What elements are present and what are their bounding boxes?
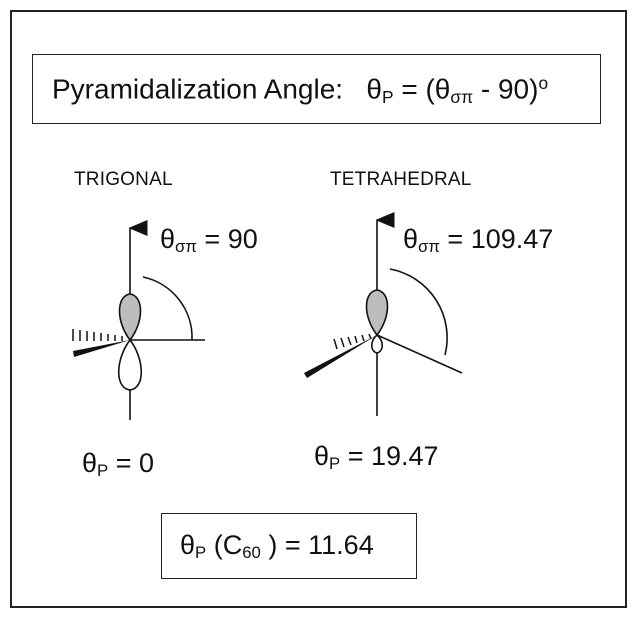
tetrahedral-p-sub: P bbox=[329, 454, 341, 474]
tetrahedral-p-value: = 19.47 bbox=[347, 441, 439, 471]
formula-degree: o bbox=[538, 73, 549, 93]
formula-theta-sub: P bbox=[381, 86, 394, 107]
figure-frame bbox=[10, 10, 627, 608]
trigonal-p-label: θP = 0 bbox=[82, 450, 154, 480]
formula-box bbox=[32, 54, 601, 124]
trigonal-p-sub: P bbox=[97, 461, 109, 481]
tetrahedral-hashed-bond bbox=[333, 333, 372, 350]
tetrahedral-angle-label: θσπ = 109.47 bbox=[403, 226, 553, 256]
formula-label: Pyramidalization Angle: bbox=[52, 73, 344, 105]
trigonal-orbital-diagram bbox=[72, 220, 205, 420]
tetrahedral-angled-bond bbox=[376, 334, 463, 374]
trigonal-angle-arc bbox=[142, 276, 193, 341]
trigonal-hashed-bond bbox=[72, 329, 123, 341]
formula-eq-open: = (θ bbox=[401, 73, 451, 105]
trigonal-p-value: = 0 bbox=[115, 448, 155, 478]
trigonal-p-theta: θ bbox=[82, 448, 98, 478]
tetrahedral-angle-arc bbox=[389, 268, 448, 356]
trigonal-angle-theta: θ bbox=[160, 224, 176, 254]
tetrahedral-title: TETRAHEDRAL bbox=[330, 169, 472, 190]
result-mol-sub: 60 bbox=[242, 543, 261, 563]
tetrahedral-upper-lobe bbox=[365, 289, 389, 337]
trigonal-lower-lobe bbox=[118, 338, 142, 391]
trigonal-angle-label: θσπ = 90 bbox=[160, 226, 258, 256]
result-box bbox=[161, 513, 417, 579]
tetrahedral-lower-lobe bbox=[370, 333, 384, 354]
formula-eq-sub: σπ bbox=[450, 86, 474, 107]
tetrahedral-angle-theta: θ bbox=[403, 224, 419, 254]
formula-theta: θ bbox=[366, 73, 382, 105]
tetrahedral-angle-sub: σπ bbox=[418, 237, 440, 257]
tetrahedral-orbital-diagram bbox=[304, 212, 463, 416]
result-mol-open: (C bbox=[213, 530, 243, 560]
result-mol-close: ) bbox=[268, 530, 278, 560]
tetrahedral-wedge-bond bbox=[304, 335, 377, 378]
result-value: = 11.64 bbox=[284, 530, 374, 560]
result-theta-sub: P bbox=[195, 543, 207, 563]
result-theta: θ bbox=[180, 530, 196, 560]
trigonal-title: TRIGONAL bbox=[74, 169, 173, 190]
tetrahedral-angle-value: = 109.47 bbox=[447, 224, 554, 254]
formula-eq-close: - 90) bbox=[480, 73, 539, 105]
tetrahedral-p-label: θP = 19.47 bbox=[314, 443, 439, 473]
trigonal-wedge-bond bbox=[73, 340, 130, 357]
trigonal-angle-sub: σπ bbox=[175, 237, 197, 257]
trigonal-angle-value: = 90 bbox=[204, 224, 258, 254]
trigonal-upper-lobe bbox=[118, 293, 142, 342]
result-text: θP (C60 ) = 11.64 bbox=[180, 532, 374, 562]
formula-text: Pyramidalization Angle: θP = (θσπ - 90)o bbox=[52, 73, 549, 107]
tetrahedral-p-theta: θ bbox=[314, 441, 330, 471]
